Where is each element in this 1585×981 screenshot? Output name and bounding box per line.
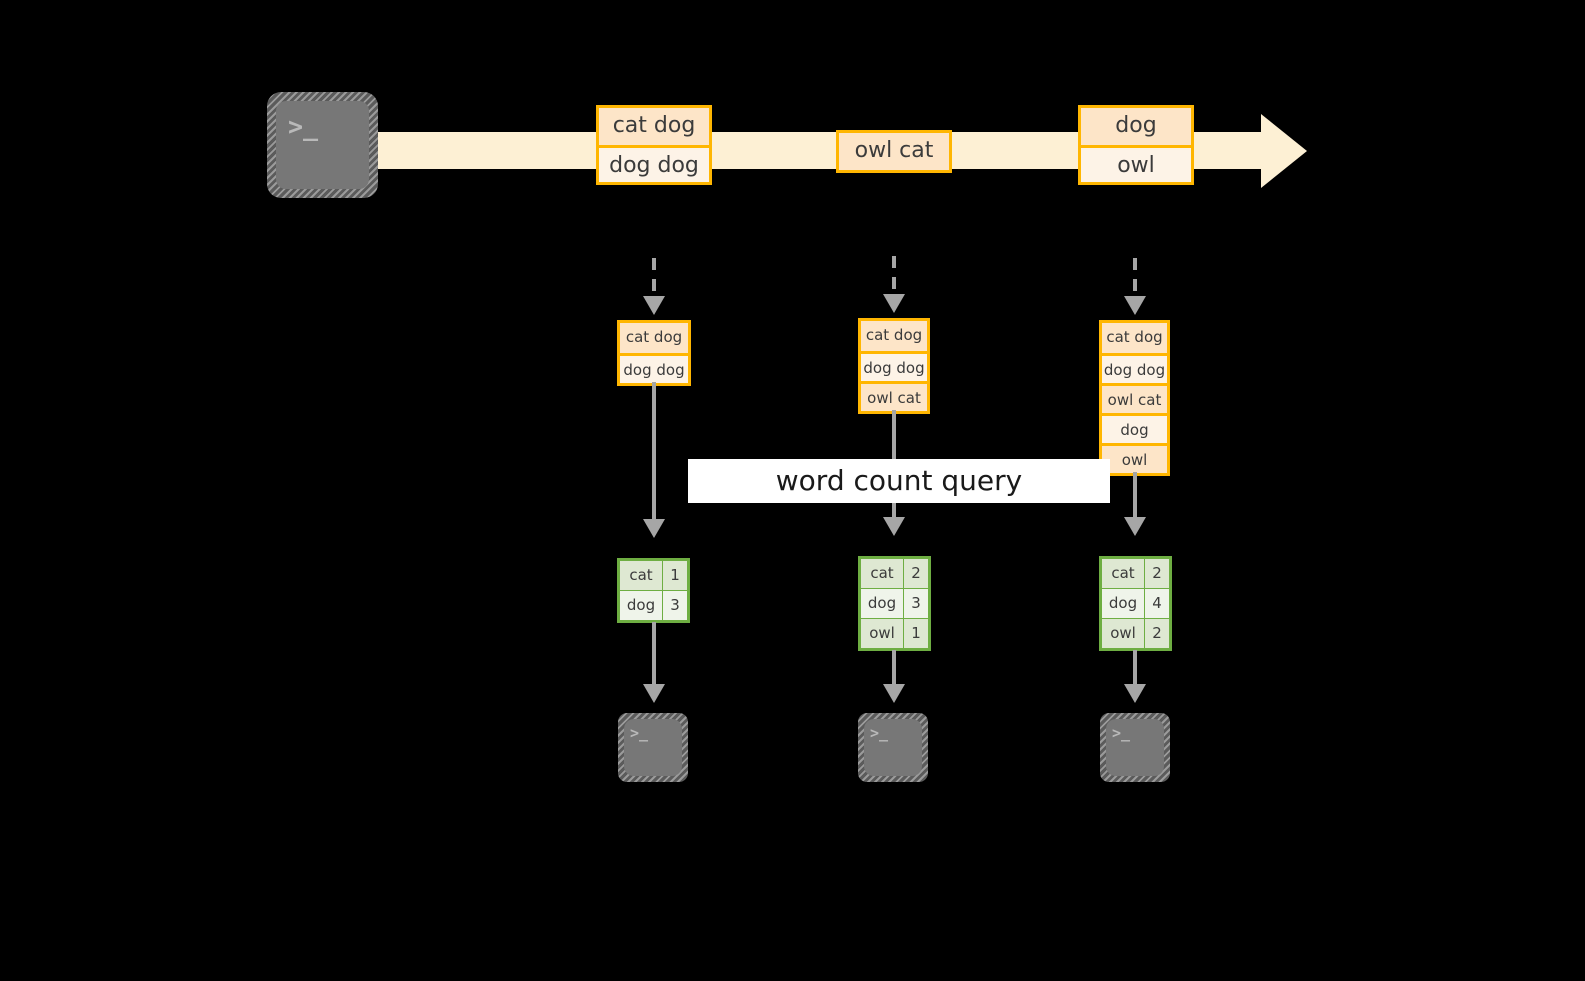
result-count: 1 (903, 618, 930, 650)
stage-input-row: owl (1102, 443, 1167, 473)
stream-record-3: dog owl (1078, 105, 1194, 185)
stage-input-row: owl cat (861, 381, 927, 411)
table-row: owl 2 (1100, 618, 1171, 650)
stream-record-line: owl (1081, 145, 1191, 182)
stage-2-input-arrow-icon (883, 294, 905, 313)
stage-3-input-box: cat dog dog dog owl cat dog owl (1099, 320, 1170, 476)
stream-record-line: owl cat (839, 133, 949, 170)
stream-record-line: dog dog (599, 145, 709, 182)
result-word: owl (859, 618, 904, 650)
stage-2-sink-terminal-icon: >_ (858, 713, 928, 782)
table-row: dog 3 (859, 588, 930, 619)
result-word: dog (1100, 588, 1145, 619)
stage-3-dashed-connector (1133, 258, 1137, 296)
stage-3-sink-arrow-icon (1124, 684, 1146, 703)
stage-1-result-arrow-icon (643, 519, 665, 538)
stream-arrow-icon (1261, 114, 1307, 188)
result-count: 2 (1144, 557, 1171, 589)
stage-1-query-connector (652, 382, 656, 519)
stage-input-row: cat dog (1102, 323, 1167, 353)
stage-1-dashed-connector (652, 258, 656, 296)
stage-2-result-table: cat 2 dog 3 owl 1 (858, 556, 931, 651)
stage-2-sink-arrow-icon (883, 684, 905, 703)
table-row: cat 2 (859, 557, 930, 589)
result-word: owl (1100, 618, 1145, 650)
result-word: dog (859, 588, 904, 619)
stream-record-line: cat dog (599, 108, 709, 145)
result-word: cat (618, 559, 663, 591)
stream-record-line: dog (1081, 108, 1191, 145)
stage-input-row: dog (1102, 413, 1167, 443)
stage-2-dashed-connector (892, 256, 896, 294)
terminal-prompt-label: >_ (630, 724, 649, 742)
stage-input-row: dog dog (1102, 353, 1167, 383)
table-row: owl 1 (859, 618, 930, 650)
stage-3-input-arrow-icon (1124, 296, 1146, 315)
stage-1-sink-terminal-icon: >_ (618, 713, 688, 782)
query-label: word count query (688, 459, 1110, 503)
stage-input-row: owl cat (1102, 383, 1167, 413)
result-word: dog (618, 590, 663, 622)
terminal-screen (624, 719, 682, 776)
result-count: 4 (1144, 588, 1171, 619)
result-word: cat (1100, 557, 1145, 589)
result-count: 3 (662, 590, 689, 622)
stage-2-result-arrow-icon (883, 517, 905, 536)
stage-1-sink-connector (652, 622, 656, 684)
stage-2-sink-connector (892, 650, 896, 684)
stream-record-1: cat dog dog dog (596, 105, 712, 185)
stage-1-input-arrow-icon (643, 296, 665, 315)
stage-3-result-table: cat 2 dog 4 owl 2 (1099, 556, 1172, 651)
terminal-screen (276, 101, 369, 189)
stream-record-2: owl cat (836, 130, 952, 173)
stage-input-row: dog dog (620, 353, 688, 383)
result-word: cat (859, 557, 904, 589)
stage-input-row: cat dog (861, 321, 927, 351)
stage-2-input-box: cat dog dog dog owl cat (858, 318, 930, 414)
terminal-prompt-label: >_ (1112, 724, 1131, 742)
terminal-screen (864, 719, 922, 776)
source-terminal-icon: >_ (267, 92, 378, 198)
stage-input-row: dog dog (861, 351, 927, 381)
stage-input-row: cat dog (620, 323, 688, 353)
table-row: dog 4 (1100, 588, 1171, 619)
stage-3-result-arrow-icon (1124, 517, 1146, 536)
result-count: 2 (1144, 618, 1171, 650)
result-count: 3 (903, 588, 930, 619)
stage-1-input-box: cat dog dog dog (617, 320, 691, 386)
terminal-prompt-label: >_ (288, 112, 319, 141)
table-row: dog 3 (618, 590, 689, 622)
terminal-screen (1106, 719, 1164, 776)
result-count: 1 (662, 559, 689, 591)
stage-3-sink-terminal-icon: >_ (1100, 713, 1170, 782)
stage-1-result-table: cat 1 dog 3 (617, 558, 690, 623)
table-row: cat 2 (1100, 557, 1171, 589)
stage-3-query-connector (1133, 472, 1137, 517)
stage-1-sink-arrow-icon (643, 684, 665, 703)
table-row: cat 1 (618, 559, 689, 591)
terminal-prompt-label: >_ (870, 724, 889, 742)
stage-3-sink-connector (1133, 650, 1137, 684)
result-count: 2 (903, 557, 930, 589)
